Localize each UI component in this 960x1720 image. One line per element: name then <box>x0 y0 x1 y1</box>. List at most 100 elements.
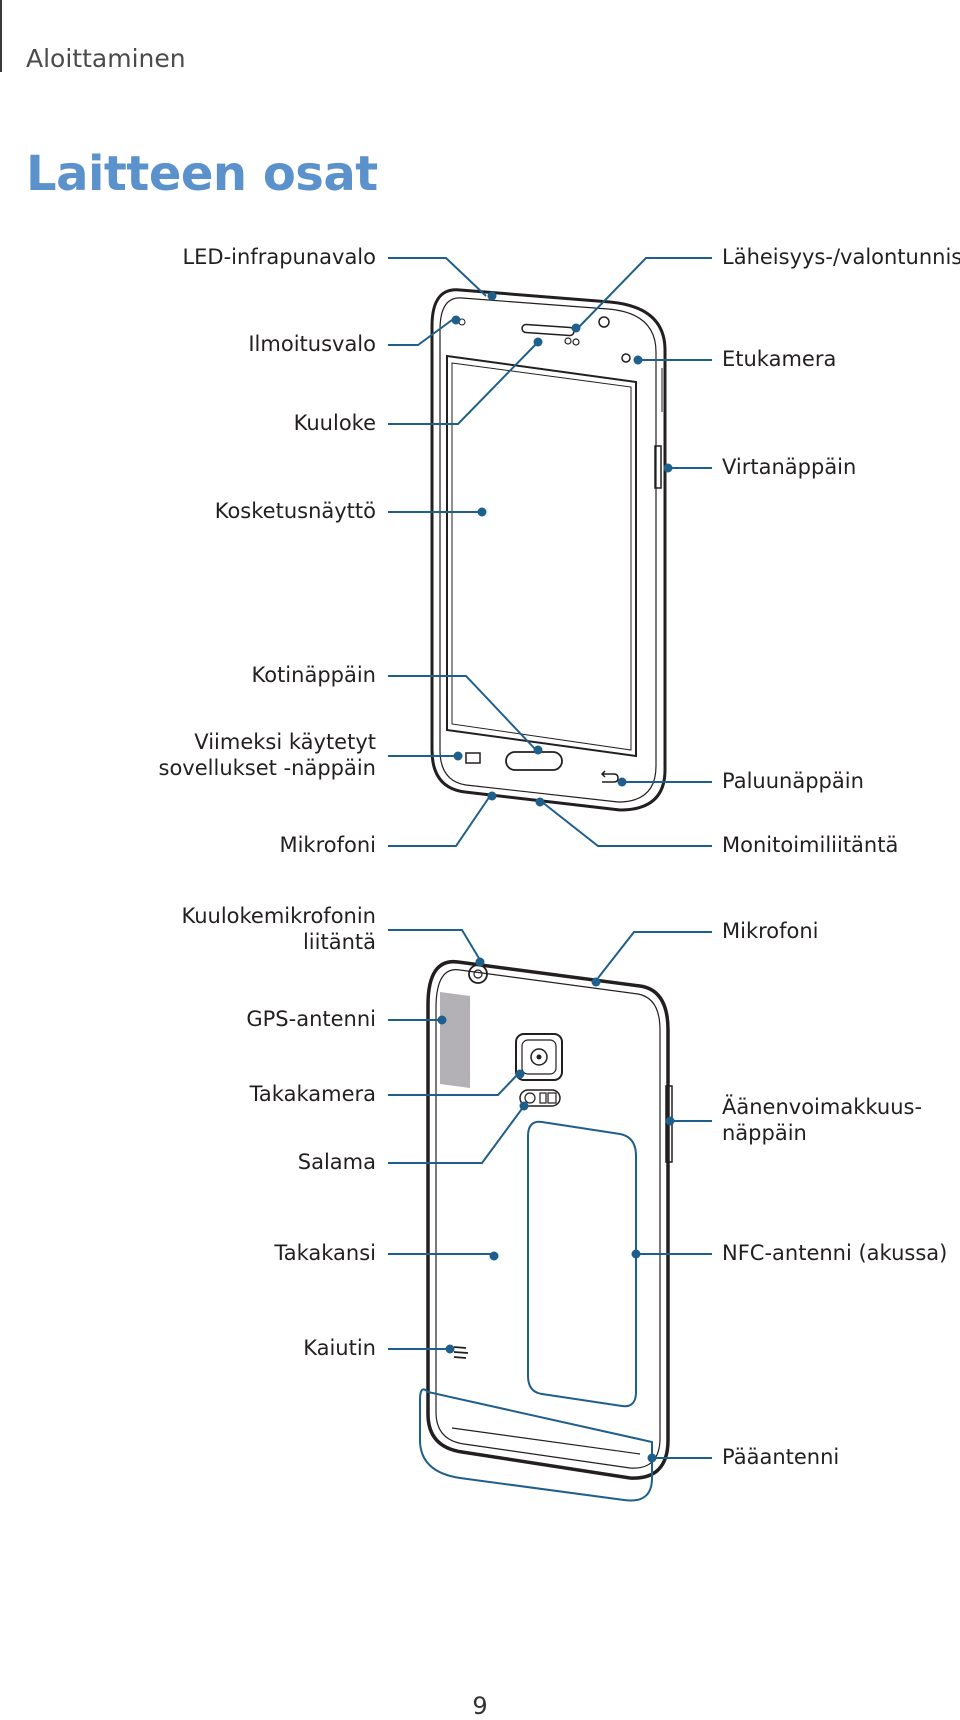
callout-line-proximity <box>577 257 712 329</box>
label-speaker: Kaiutin <box>303 1335 376 1361</box>
callout-dot-home <box>533 745 543 755</box>
callout-dot-mhl <box>535 797 545 807</box>
speaker-grille <box>453 1346 469 1359</box>
label-line: Kuuloke <box>293 411 376 435</box>
label-gps: GPS-antenni <box>246 1006 376 1032</box>
callout-dot-proximity <box>571 323 581 333</box>
flash-module <box>519 1089 561 1107</box>
label-line: Ilmoitusvalo <box>248 332 376 356</box>
back-outer-frame <box>426 959 670 1480</box>
callout-dot-rear-camera <box>515 1069 525 1079</box>
back-view <box>419 959 673 1502</box>
callout-line-mhl <box>541 801 712 847</box>
label-nfc: NFC-antenni (akussa) <box>722 1240 947 1266</box>
margin-rule <box>0 0 2 72</box>
label-line: Kosketusnäyttö <box>214 499 376 523</box>
proximity-sensor <box>564 337 572 345</box>
callout-line-flash <box>388 1105 525 1164</box>
label-touchscreen: Kosketusnäyttö <box>215 498 376 524</box>
callout-dot-power <box>663 463 673 473</box>
front-camera-lens <box>621 353 631 363</box>
label-mic: Mikrofoni <box>279 832 376 858</box>
callout-dot-nfc <box>631 1249 641 1259</box>
screen-outline <box>446 354 637 758</box>
label-earpiece: Kuuloke <box>294 410 376 436</box>
callout-dot-mic <box>487 791 497 801</box>
section-header: Aloittaminen <box>26 44 186 73</box>
label-line: Kuulokemikrofonin <box>181 904 376 928</box>
page-title: Laitteen osat <box>26 146 378 202</box>
label-line: Pääantenni <box>722 1445 840 1469</box>
callout-dot-touchscreen <box>477 507 487 517</box>
page-number: 9 <box>472 1692 488 1720</box>
callout-line-earpiece <box>388 341 539 425</box>
label-power: Virtanäppäin <box>722 454 856 480</box>
front-outer-frame <box>430 288 667 812</box>
label-line: Paluunäppäin <box>722 769 864 793</box>
label-line: Etukamera <box>722 347 837 371</box>
callout-dots <box>437 291 675 1463</box>
label-mic2: Mikrofoni <box>722 918 819 944</box>
front-view <box>430 288 667 812</box>
gps-panel <box>440 992 470 1088</box>
callout-dot-headset <box>475 957 485 967</box>
callout-dot-earpiece <box>533 337 543 347</box>
label-line: Viimeksi käytetyt <box>194 730 376 754</box>
label-line: liitäntä <box>302 930 376 954</box>
callout-dot-cover <box>489 1251 499 1261</box>
callout-dot-recent <box>453 751 463 761</box>
label-cover: Takakansi <box>274 1240 376 1266</box>
callout-dot-front-camera <box>633 355 643 365</box>
callout-line-led <box>388 257 487 297</box>
main-antenna-outline <box>419 1388 653 1502</box>
callout-dot-volume <box>665 1116 675 1126</box>
label-line: Kotinäppäin <box>251 663 377 687</box>
recent-apps-icon <box>465 752 481 764</box>
top-jack <box>598 316 610 328</box>
callout-dot-speaker <box>445 1344 455 1354</box>
label-front-camera: Etukamera <box>722 346 836 372</box>
callout-dot-flash <box>519 1101 529 1111</box>
screen-inner <box>451 362 632 751</box>
label-rear-camera: Takakamera <box>250 1081 376 1107</box>
label-mhl: Monitoimiliitäntä <box>722 832 898 858</box>
label-notify: Ilmoitusvalo <box>248 331 376 357</box>
headset-jack <box>468 964 488 984</box>
label-led: LED-infrapunavalo <box>182 244 376 270</box>
label-line: Mikrofoni <box>722 919 819 943</box>
rear-camera-housing <box>515 1033 563 1081</box>
label-home: Kotinäppäin <box>252 662 377 688</box>
callout-line-mic <box>388 795 491 847</box>
label-line: Mikrofoni <box>279 833 376 857</box>
label-line: sovellukset -näppäin <box>158 756 376 780</box>
label-line: GPS-antenni <box>246 1007 376 1031</box>
label-main-antenna: Pääantenni <box>722 1444 839 1470</box>
label-line: Kaiutin <box>303 1336 376 1360</box>
label-line: NFC-antenni (akussa) <box>722 1241 948 1265</box>
label-line: Äänenvoimakkuus- <box>722 1095 923 1119</box>
callout-line-rear-camera <box>388 1073 519 1096</box>
callout-dot-gps <box>437 1015 447 1025</box>
callout-line-mic2 <box>597 931 712 979</box>
callout-lines <box>388 257 712 1459</box>
label-line: näppäin <box>722 1121 807 1145</box>
callout-line-notify <box>388 319 453 346</box>
label-line: Salama <box>297 1150 376 1174</box>
label-line: Takakamera <box>249 1082 376 1106</box>
callout-line-headset <box>388 929 481 961</box>
power-button-shape <box>654 445 662 489</box>
earpiece-grille <box>521 323 575 337</box>
back-key-icon <box>600 770 619 783</box>
label-flash: Salama <box>298 1149 376 1175</box>
callout-dot-notify <box>451 315 461 325</box>
front-inner-bezel <box>439 297 657 803</box>
label-line: Takakansi <box>274 1241 376 1265</box>
label-line: Monitoimiliitäntä <box>722 833 899 857</box>
callout-dot-mic2 <box>591 977 601 987</box>
label-proximity: Läheisyys-/valontunnistin <box>722 244 960 270</box>
label-line: Läheisyys-/valontunnistin <box>722 245 960 269</box>
label-line: LED-infrapunavalo <box>182 245 376 269</box>
